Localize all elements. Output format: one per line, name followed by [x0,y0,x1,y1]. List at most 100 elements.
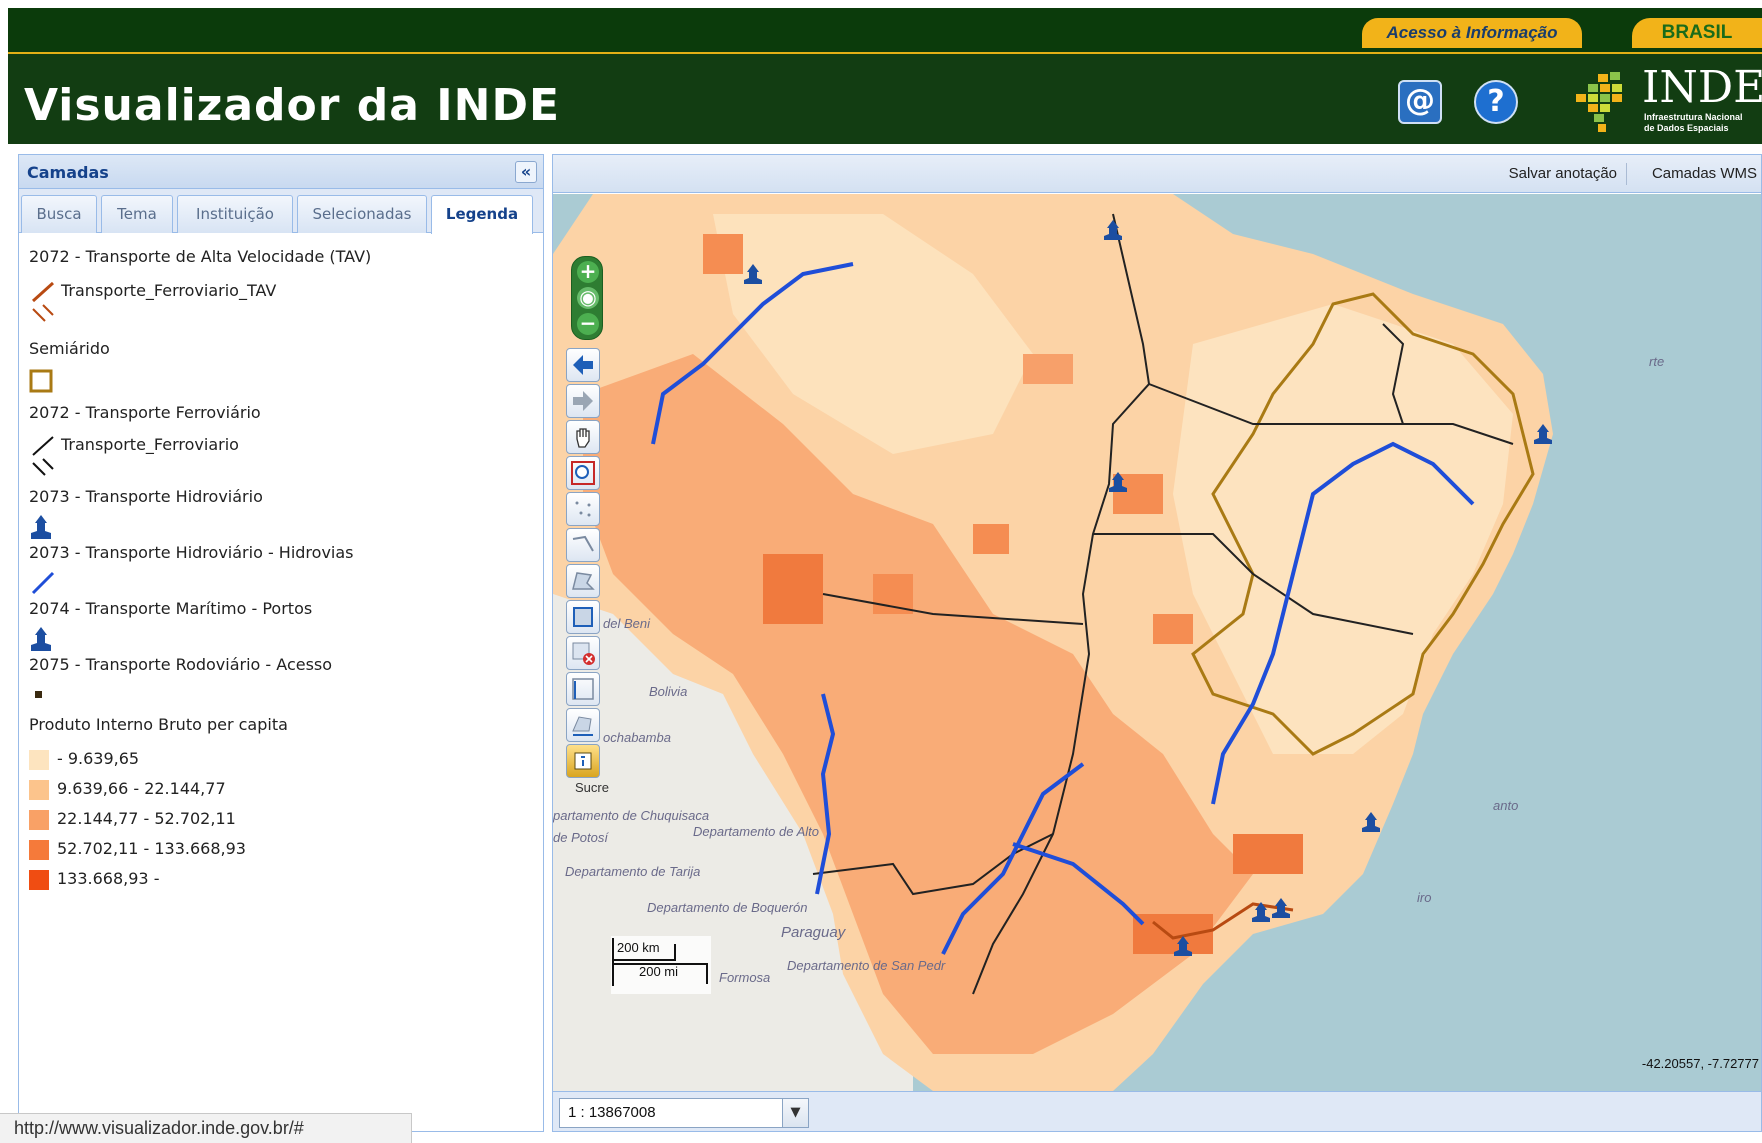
back-button[interactable] [566,348,600,382]
map-label-boqueron: Departamento de Boquerón [647,900,808,915]
scale-bar-lines [612,938,708,986]
map-label-bolivia: Bolivia [649,684,688,699]
mouse-coordinates: -42.20557, -7.72777 [1641,1056,1759,1071]
line-icon [572,535,594,552]
map-label-alto: Departamento de Alto [693,824,819,839]
legend-title-pib: Produto Interno Bruto per capita [29,715,288,734]
legend-item-ferroviario: Transporte_Ferroviario [29,435,329,481]
zoom-box-button[interactable] [566,456,600,490]
pib-range-row: 133.668,93 - [29,869,429,893]
scale-select[interactable]: 1 : 13867008 ▼ [559,1098,809,1128]
info-window-icon [574,752,592,770]
question-icon: ? [1487,84,1505,119]
status-bar-url: http://www.visualizador.inde.gov.br/# [0,1113,412,1143]
ruler-icon [572,678,594,700]
pib-range-row: 52.702,11 - 133.668,93 [29,839,429,863]
eraser-icon [572,642,595,665]
access-info-link[interactable]: Acesso à Informação [1362,18,1582,48]
map-toolbar: Salvar anotação Camadas WMS [553,155,1761,193]
forward-button[interactable] [566,384,600,418]
layers-panel-header: Camadas « [19,155,543,189]
tab-instituicao[interactable]: Instituição [177,195,293,233]
logo-word: INDE [1642,62,1762,113]
draw-polygon-button[interactable] [566,564,600,598]
save-annotation-button[interactable]: Salvar anotação [1508,165,1617,182]
map-label-paraguay: Paraguay [781,924,846,941]
forward-arrow-icon [573,391,593,411]
inde-logo: INDE Infraestrutura Nacional de Dados Es… [1568,62,1762,140]
map-label-potosi: de Potosí [553,830,608,845]
app-header: Visualizador da INDE @ ? INDE Infraestru… [8,52,1762,144]
port-icon [31,515,51,539]
scale-km-label: 200 km [617,940,660,955]
at-icon: @ [1405,83,1435,118]
pib-range-row: - 9.639,65 [29,749,429,773]
draw-line-button[interactable] [566,528,600,562]
zoom-in-icon[interactable]: + [577,261,599,283]
semiarido-square-icon [29,369,53,393]
legend-title-hidroviario: 2073 - Transporte Hidroviário [29,487,263,506]
legend-title-portos: 2074 - Transporte Marítimo - Portos [29,599,313,618]
scale-select-value: 1 : 13867008 [568,1104,656,1121]
logo-subtitle: Infraestrutura Nacional de Dados Espacia… [1644,112,1743,134]
map-label-tarija: Departamento de Tarija [565,864,701,879]
tab-legenda[interactable]: Legenda [431,195,533,234]
map-label-iro: iro [1417,890,1432,905]
scale-mi-label: 200 mi [639,964,679,979]
layers-tabs: Busca Tema Instituição Selecionadas Lege… [19,189,543,234]
map-label-anto: anto [1493,798,1519,813]
map-label-sanpedro: Departamento de San Pedr [787,958,946,973]
map-label-cochabamba: ochabamba [603,730,671,745]
collapse-panel-button[interactable]: « [515,161,537,183]
zoom-box-icon [571,461,595,485]
legend-label-ferroviario: Transporte_Ferroviario [61,435,239,454]
help-button[interactable]: ? [1474,80,1518,124]
pib-range-label: 52.702,11 - 133.668,93 [57,839,246,858]
contact-button[interactable]: @ [1398,80,1442,124]
map-label-rte: rte [1649,354,1665,369]
zoom-out-icon[interactable]: − [577,313,599,335]
polygon-icon [572,572,595,590]
map-panel: Salvar anotação Camadas WMS [552,154,1762,1132]
map-canvas[interactable]: del Beni Bolivia ochabamba Sucre partame… [553,194,1761,1091]
wms-layers-button[interactable]: Camadas WMS [1651,165,1757,182]
globe-icon[interactable]: ◉ [577,287,599,309]
inde-mark-icon [1576,72,1622,132]
pib-range-swatch [29,810,49,830]
legend-title-ferroviario: 2072 - Transporte Ferroviário [29,403,261,422]
back-arrow-icon [573,355,593,375]
brasil-gov-link[interactable]: BRASIL [1632,18,1762,48]
draw-point-button[interactable] [566,492,600,526]
hand-icon [576,428,590,448]
tab-selecionadas[interactable]: Selecionadas [297,195,427,233]
rail-line-icon [32,436,54,476]
tab-tema[interactable]: Tema [101,195,173,233]
pib-range-label: - 9.639,65 [57,749,140,768]
legend-title-rodoviario: 2075 - Transporte Rodoviário - Acesso [29,655,333,674]
legend-label-tav: Transporte_Ferroviario_TAV [61,281,277,300]
draw-box-button[interactable] [566,600,600,634]
measure-area-button[interactable] [566,708,600,742]
chevron-down-icon[interactable]: ▼ [782,1099,808,1127]
points-icon [575,501,591,517]
info-query-button[interactable] [566,744,600,778]
map-label-sucre: Sucre [575,780,609,795]
pib-range-row: 22.144,77 - 52.702,11 [29,809,429,833]
legend-list: 2072 - Transporte de Alta Velocidade (TA… [19,233,543,1131]
pib-range-swatch [29,870,49,890]
layers-panel-title: Camadas [27,163,109,182]
tab-busca[interactable]: Busca [21,195,97,233]
tav-line-icon [31,281,55,322]
map-drawing [553,194,1553,1091]
pib-range-label: 9.639,66 - 22.144,77 [57,779,226,798]
pib-range-label: 133.668,93 - [57,869,160,888]
layers-panel: Camadas « Busca Tema Instituição Selecio… [18,154,544,1132]
clear-drawing-button[interactable] [566,636,600,670]
area-icon [572,716,593,736]
logo-sub-line1: Infraestrutura Nacional [1644,112,1743,122]
pib-range-label: 22.144,77 - 52.702,11 [57,809,236,828]
map-label-beni: del Beni [603,616,650,631]
measure-distance-button[interactable] [566,672,600,706]
legend-item-tav: Transporte_Ferroviario_TAV [29,281,329,327]
pan-button[interactable] [566,420,600,454]
